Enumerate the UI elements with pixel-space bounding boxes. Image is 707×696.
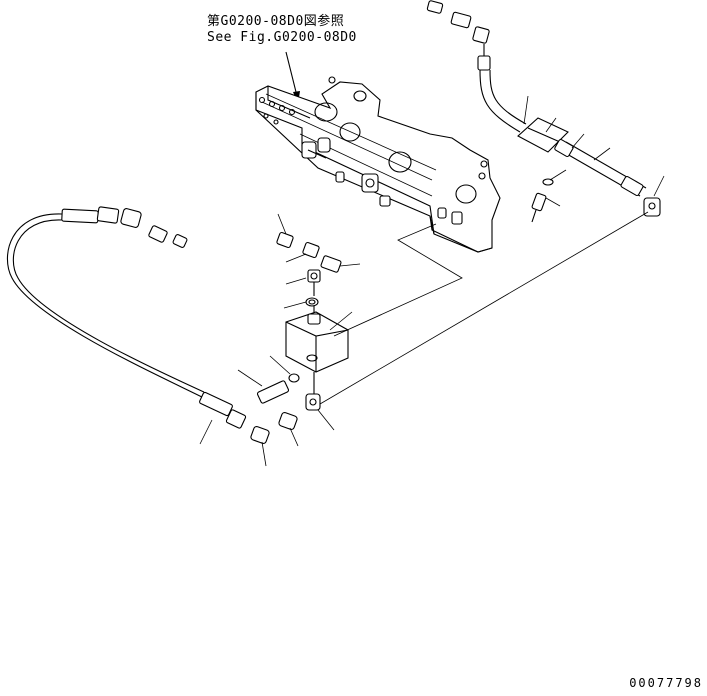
leader-lines [199, 95, 665, 467]
left-hose-assembly [6, 206, 247, 429]
reference-label-english: See Fig.G0200-08D0 [207, 30, 357, 45]
central-fittings [276, 231, 342, 316]
lower-fittings [250, 373, 300, 445]
reference-label-japanese: 第G0200-08D0図参照 [207, 14, 345, 29]
connecting-lines [319, 211, 649, 405]
main-frame [255, 76, 501, 253]
drawing-number: 00077798 [629, 676, 703, 690]
upper-hose-assembly [426, 0, 661, 223]
reservoir-tank [285, 311, 349, 411]
